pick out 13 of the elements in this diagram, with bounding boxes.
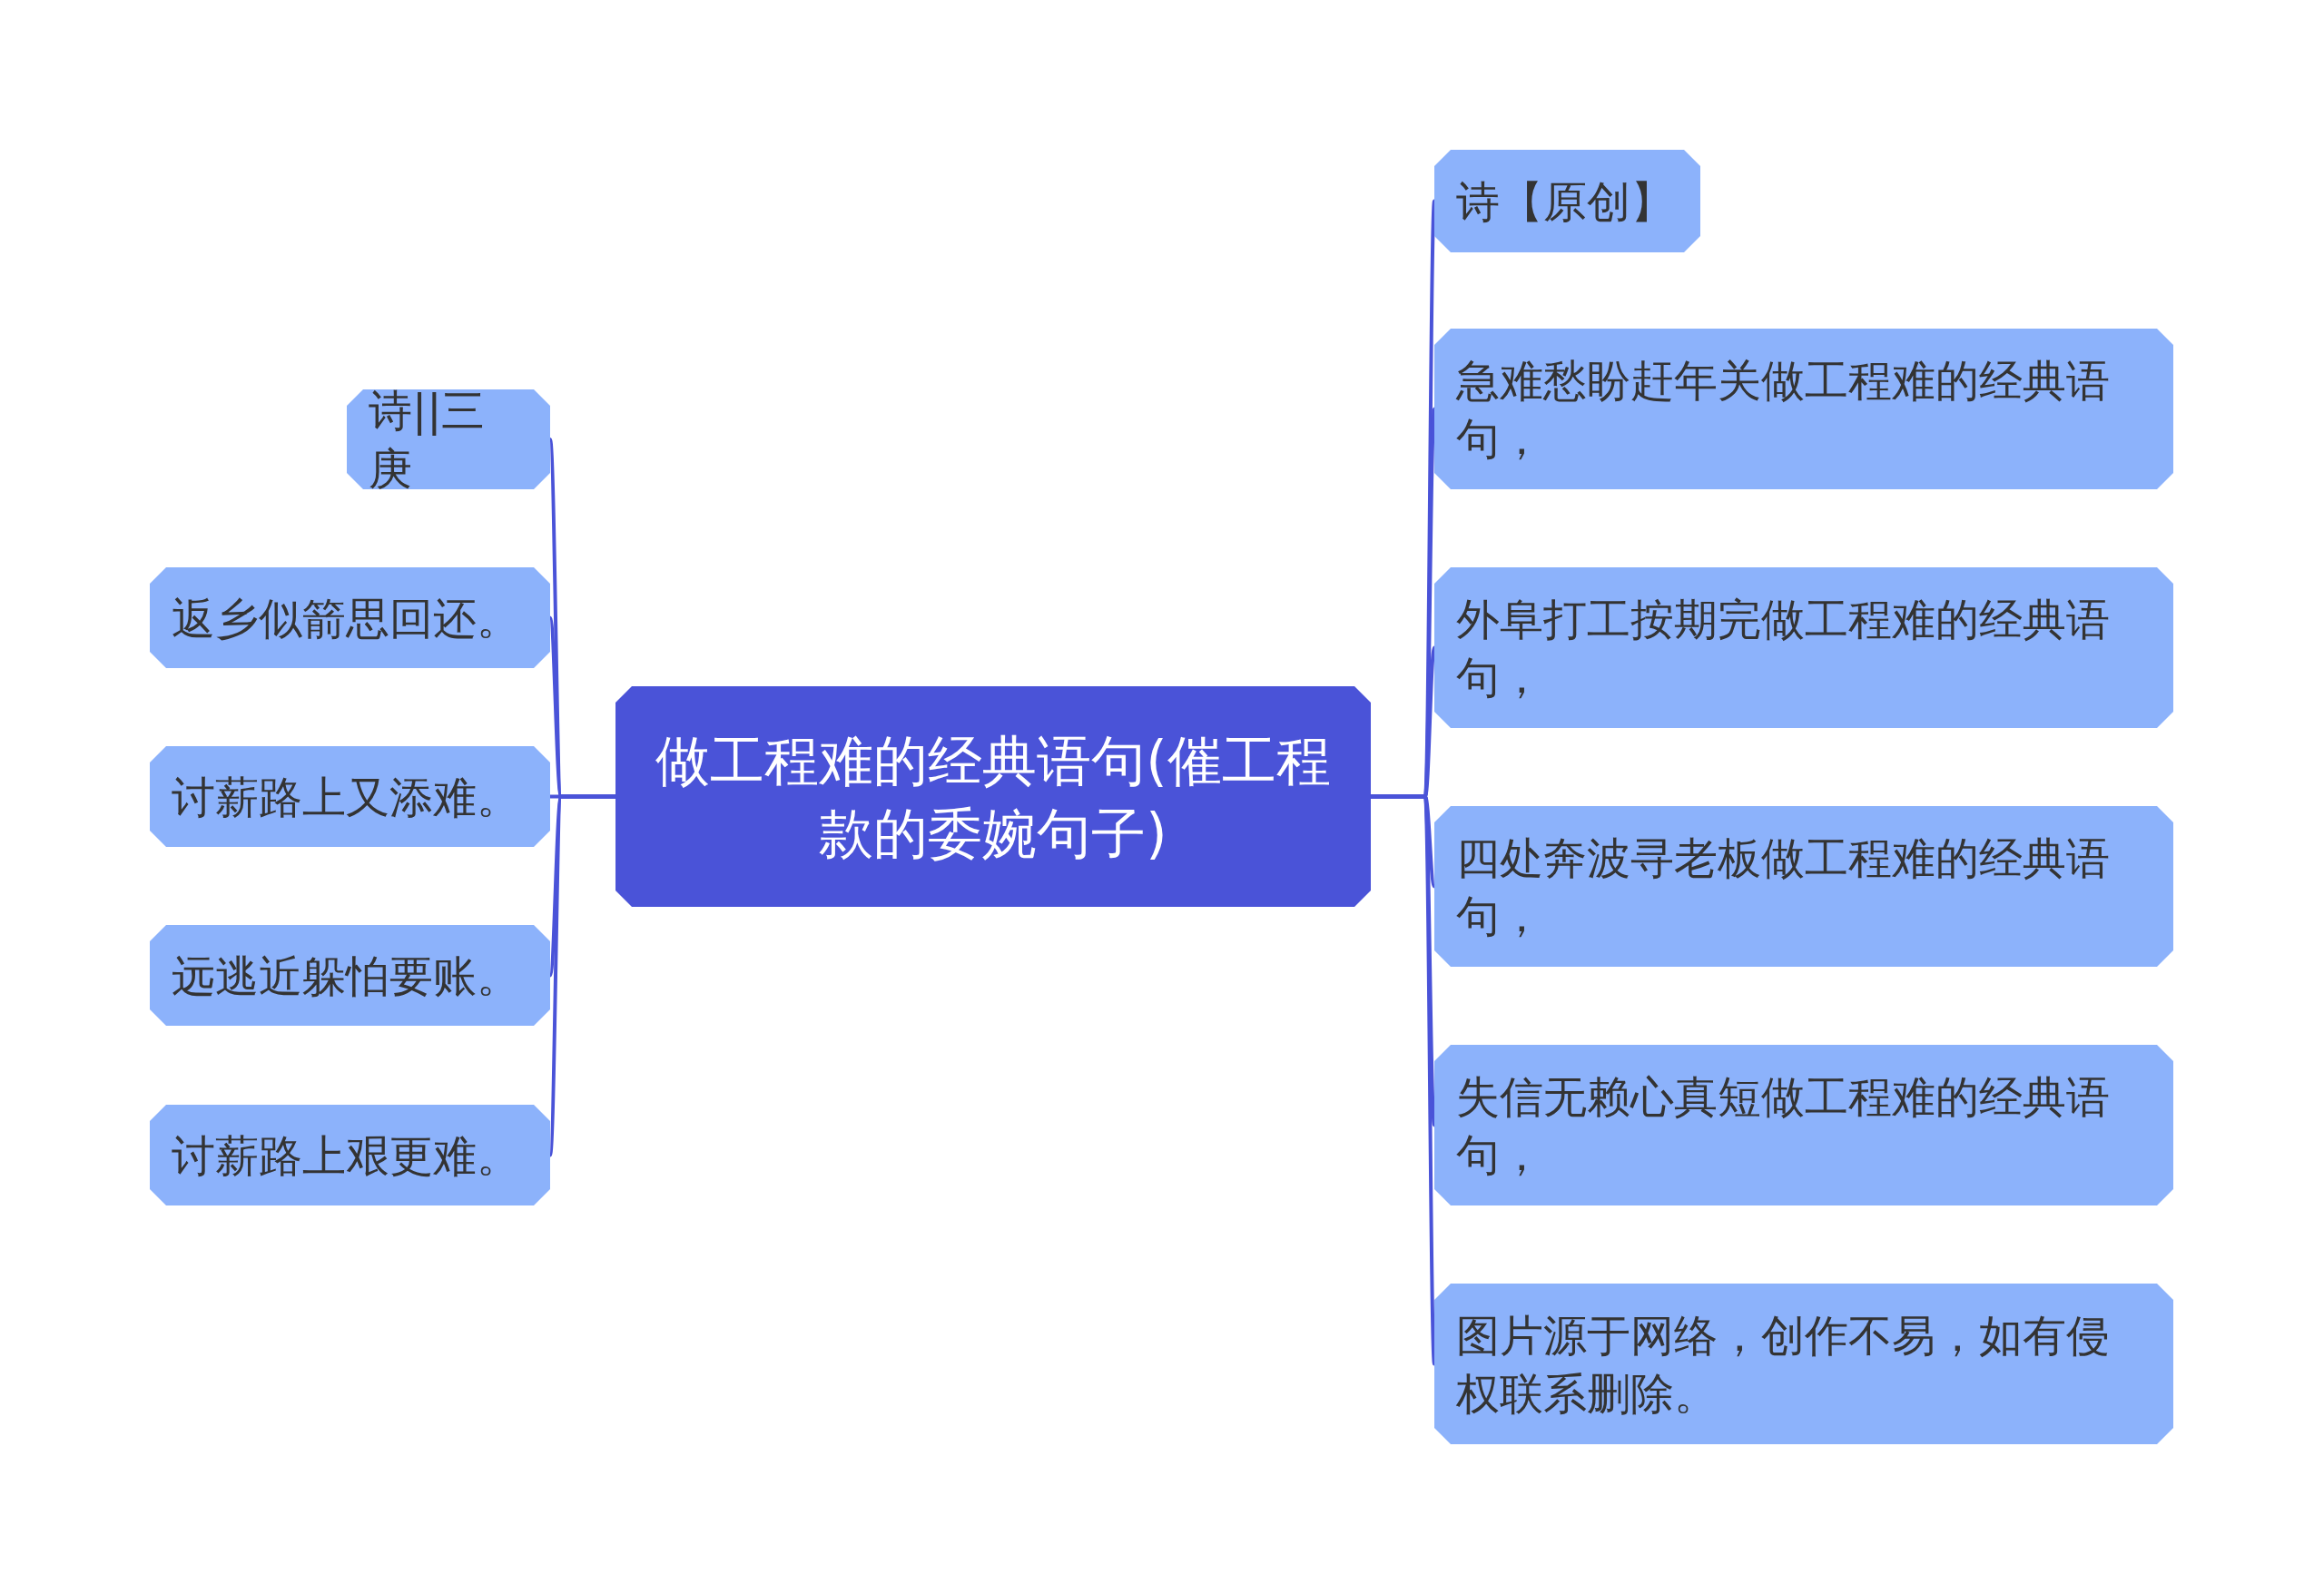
topic-box: 诗【原创】 — [1434, 150, 1700, 252]
topic-box: 远逃近躲怕要账。 — [150, 925, 550, 1026]
connector-line — [548, 794, 615, 1156]
topic-box: 讨薪路上艰更难。 — [150, 1105, 550, 1205]
topic-box: 急难愁盼赶年关做工程难的经典语句， — [1434, 329, 2173, 489]
topic-box: 四处奔波寻老板做工程难的经典语句， — [1434, 806, 2173, 967]
topic-box: 讨薪路上又添难。 — [150, 746, 550, 847]
topic-box: 返乡似箭思回还。 — [150, 567, 550, 668]
topic-box: 失信无赖心真短做工程难的经典语句， — [1434, 1045, 2173, 1205]
central-topic-box: 做工程难的经典语句(催工程款的委婉句子) — [615, 686, 1371, 907]
topic-box: 诗||三庚 — [347, 389, 550, 489]
topic-box: 图片源于网络，创作不易，如有侵权联系删除。 — [1434, 1284, 2173, 1444]
topic-box: 外阜打工按期完做工程难的经典语句， — [1434, 567, 2173, 728]
